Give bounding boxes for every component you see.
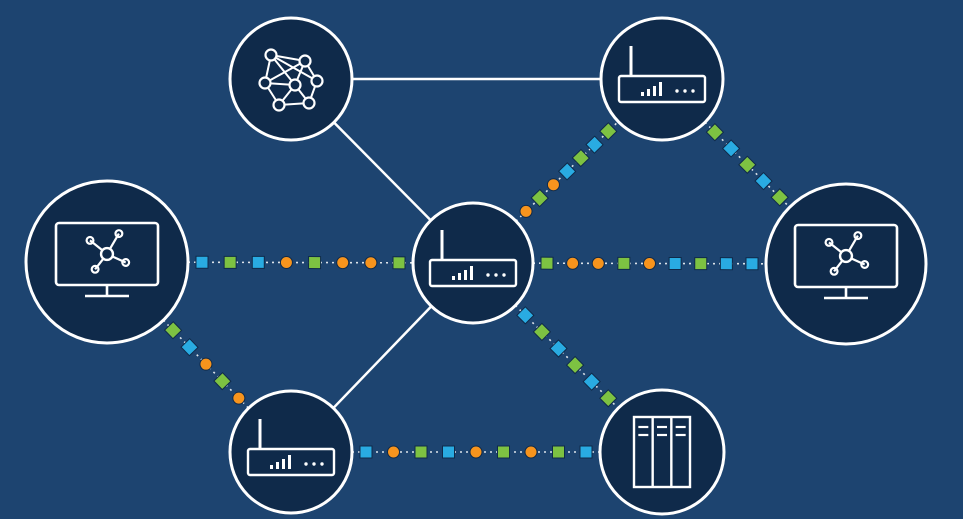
packet-square-green: [738, 155, 757, 174]
packet-square-green: [392, 256, 406, 270]
packet-dot-orange: [469, 445, 483, 459]
packet-square-blue: [549, 339, 568, 358]
packet-square-green: [497, 445, 510, 459]
packet-square-green: [571, 148, 591, 168]
connection-line-router-center-router-bottom: [332, 305, 433, 409]
packet-dot-orange: [524, 445, 538, 459]
packet-square-blue: [359, 445, 373, 459]
nodes-layer: [24, 16, 928, 516]
packet-dot-orange: [199, 357, 213, 371]
network-mesh-icon: [258, 48, 324, 112]
node-mesh: [228, 16, 354, 142]
node-router-center: [411, 201, 535, 325]
packets-layer: [163, 122, 789, 459]
node-circle: [598, 388, 726, 516]
packet-square-blue: [251, 255, 265, 269]
packet-square-green: [223, 255, 237, 269]
packet-square-blue: [195, 255, 209, 269]
node-router-bottom: [228, 389, 354, 515]
packet-square-blue: [579, 445, 593, 459]
packet-dot-orange: [591, 256, 605, 270]
packet-square-green: [694, 257, 708, 271]
server-rack-icon: [632, 415, 692, 489]
packet-dot-orange: [387, 445, 400, 459]
packet-dot-orange: [232, 391, 246, 405]
packet-link-router-center-server: [514, 304, 619, 409]
packet-square-green: [308, 256, 322, 270]
packet-square-green: [532, 322, 552, 342]
packet-square-blue: [668, 257, 682, 271]
connection-line-mesh-router-center: [333, 121, 432, 222]
packet-square-blue: [719, 257, 733, 271]
packet-dot-orange: [336, 256, 350, 270]
packet-dot-orange: [519, 204, 533, 218]
node-circle: [24, 179, 190, 345]
packet-square-blue: [721, 139, 741, 158]
packet-square-green: [530, 188, 549, 208]
packet-square-green: [213, 371, 232, 391]
packet-dot-orange: [279, 255, 293, 269]
packet-square-green: [617, 256, 631, 270]
packet-square-blue: [745, 257, 759, 271]
packet-square-green: [540, 256, 554, 270]
router-icon: [617, 46, 707, 104]
packet-square-blue: [180, 338, 199, 357]
packet-square-blue: [754, 171, 773, 191]
packet-dot-orange: [364, 256, 378, 270]
router-icon: [428, 230, 518, 288]
packet-square-blue: [516, 306, 535, 325]
node-router-top: [599, 16, 725, 142]
packet-square-blue: [582, 372, 601, 391]
packet-square-green: [565, 355, 585, 375]
packet-square-green: [599, 122, 618, 141]
packet-dot-orange: [566, 256, 580, 270]
packet-square-green: [552, 445, 565, 459]
monitor-hub-icon: [54, 221, 160, 298]
packet-dot-orange: [546, 178, 560, 192]
packet-square-green: [599, 389, 618, 408]
packet-square-green: [414, 445, 428, 459]
packet-square-blue: [585, 135, 604, 154]
packet-square-green: [705, 122, 725, 142]
packet-square-blue: [442, 445, 455, 459]
packet-square-blue: [557, 162, 577, 181]
monitor-hub-icon: [793, 223, 899, 300]
node-monitor-left: [24, 179, 190, 345]
packet-link-monitor-left-router-center: [187, 261, 414, 264]
node-monitor-right: [764, 182, 928, 346]
router-icon: [246, 419, 336, 477]
node-server: [598, 388, 726, 516]
packet-square-green: [770, 188, 789, 207]
node-circle: [764, 182, 928, 346]
packet-dot-orange: [643, 256, 657, 270]
packet-square-green: [163, 321, 183, 340]
